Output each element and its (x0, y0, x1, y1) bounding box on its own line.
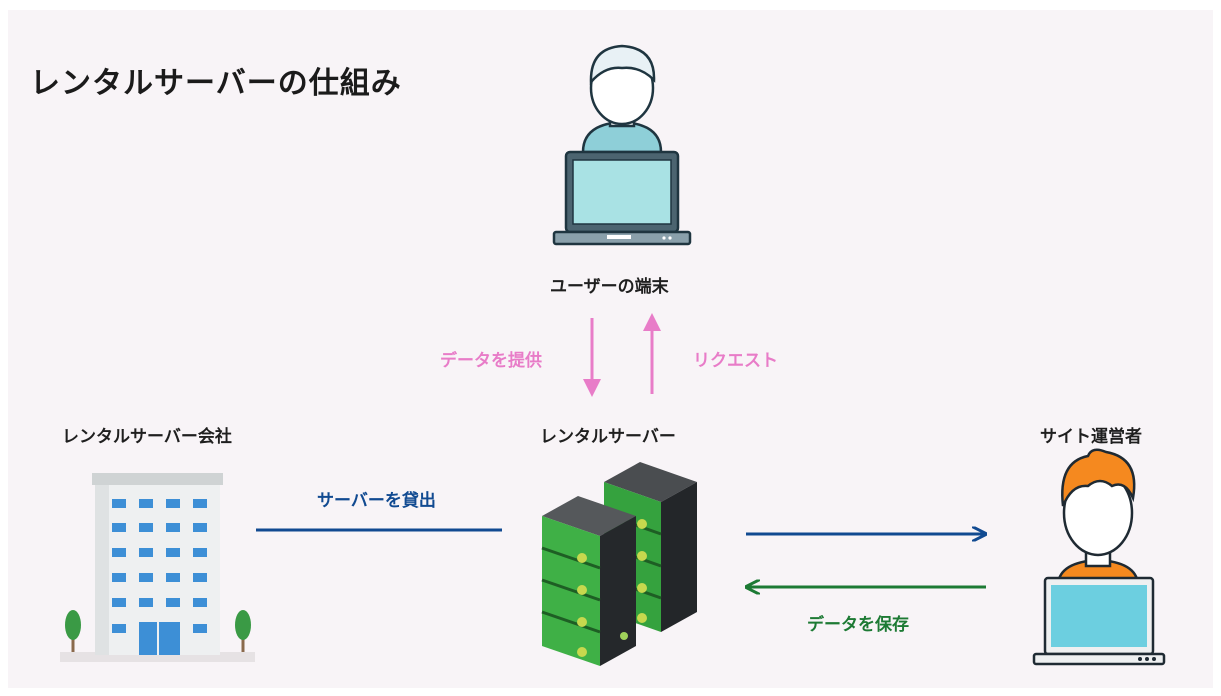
user-laptop-icon (552, 44, 692, 246)
request-label: リクエスト (693, 351, 778, 371)
operator-laptop-icon (1032, 448, 1166, 666)
rental-company-label: レンタルサーバー会社 (62, 427, 232, 447)
site-operator-label: サイト運営者 (1040, 427, 1142, 447)
office-building-icon (60, 473, 255, 662)
rental-server-label: レンタルサーバー (540, 427, 676, 447)
user-device-label: ユーザーの端末 (550, 277, 669, 297)
save-data-label: データを保存 (807, 615, 909, 635)
server-rack-icon (541, 462, 697, 666)
diagram-title: レンタルサーバーの仕組み (30, 66, 402, 101)
lend-server-label: サーバーを貸出 (317, 491, 436, 511)
provide-data-label: データを提供 (440, 351, 542, 371)
